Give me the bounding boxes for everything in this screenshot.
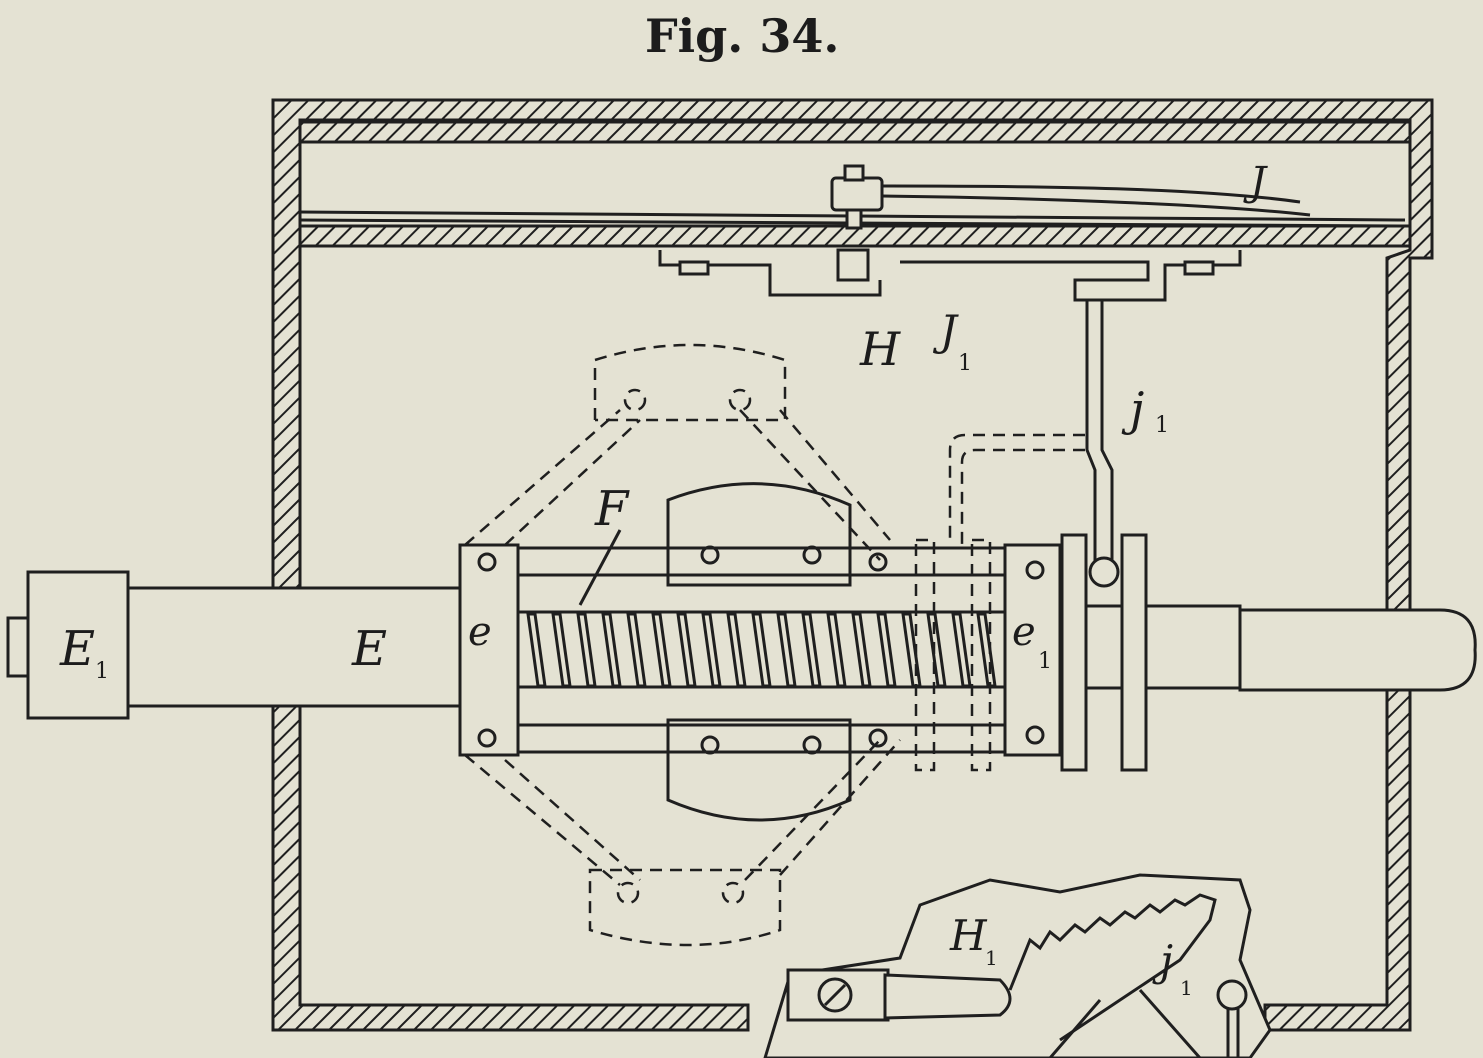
svg-text:1: 1 <box>958 351 972 376</box>
disc-left <box>1060 533 1088 772</box>
label-H: H <box>859 322 901 376</box>
spring-coil <box>651 612 672 688</box>
lever-j1 <box>948 300 1120 588</box>
spring-coil <box>951 612 972 688</box>
collar-e1 <box>1003 543 1062 757</box>
spring-blade <box>658 164 1311 302</box>
disc-right <box>1120 533 1148 772</box>
spring-coil <box>851 612 872 688</box>
spring-coil <box>726 612 747 688</box>
top-plate <box>298 120 1412 144</box>
shaft <box>6 570 1477 720</box>
flyweights <box>518 482 1005 822</box>
label-E: E <box>351 621 387 677</box>
figure-title: Fig. 34. <box>645 9 839 63</box>
svg-text:1: 1 <box>1155 413 1169 438</box>
label-J1: J <box>932 306 959 355</box>
housing <box>271 98 1434 1032</box>
label-E1: E <box>59 621 95 677</box>
spring-coil <box>701 612 722 688</box>
inset-detail <box>763 873 1272 1058</box>
svg-text:1: 1 <box>1180 976 1193 1000</box>
collar-e <box>458 543 520 757</box>
label-e: e <box>468 609 492 655</box>
spring-coil <box>526 612 547 688</box>
spring-coil <box>751 612 772 688</box>
spring-coil <box>876 612 897 688</box>
spring-coil <box>826 612 847 688</box>
svg-text:1: 1 <box>95 659 109 684</box>
dashed-positions <box>464 343 901 947</box>
label-j1: j <box>1121 382 1144 436</box>
spring-coil <box>551 612 572 688</box>
label-J: J <box>1243 159 1268 205</box>
svg-text:1: 1 <box>985 946 998 970</box>
spring-coil <box>801 612 822 688</box>
spring-coil <box>576 612 597 688</box>
coil-spring <box>516 610 1010 689</box>
spring-coil <box>601 612 622 688</box>
svg-text:1: 1 <box>1038 649 1052 674</box>
spring-coil <box>776 612 797 688</box>
label-H1: H <box>949 911 988 960</box>
label-e1: e <box>1012 609 1036 655</box>
label-F: F <box>594 481 630 537</box>
spring-coil <box>626 612 647 688</box>
spring-coil <box>676 612 697 688</box>
